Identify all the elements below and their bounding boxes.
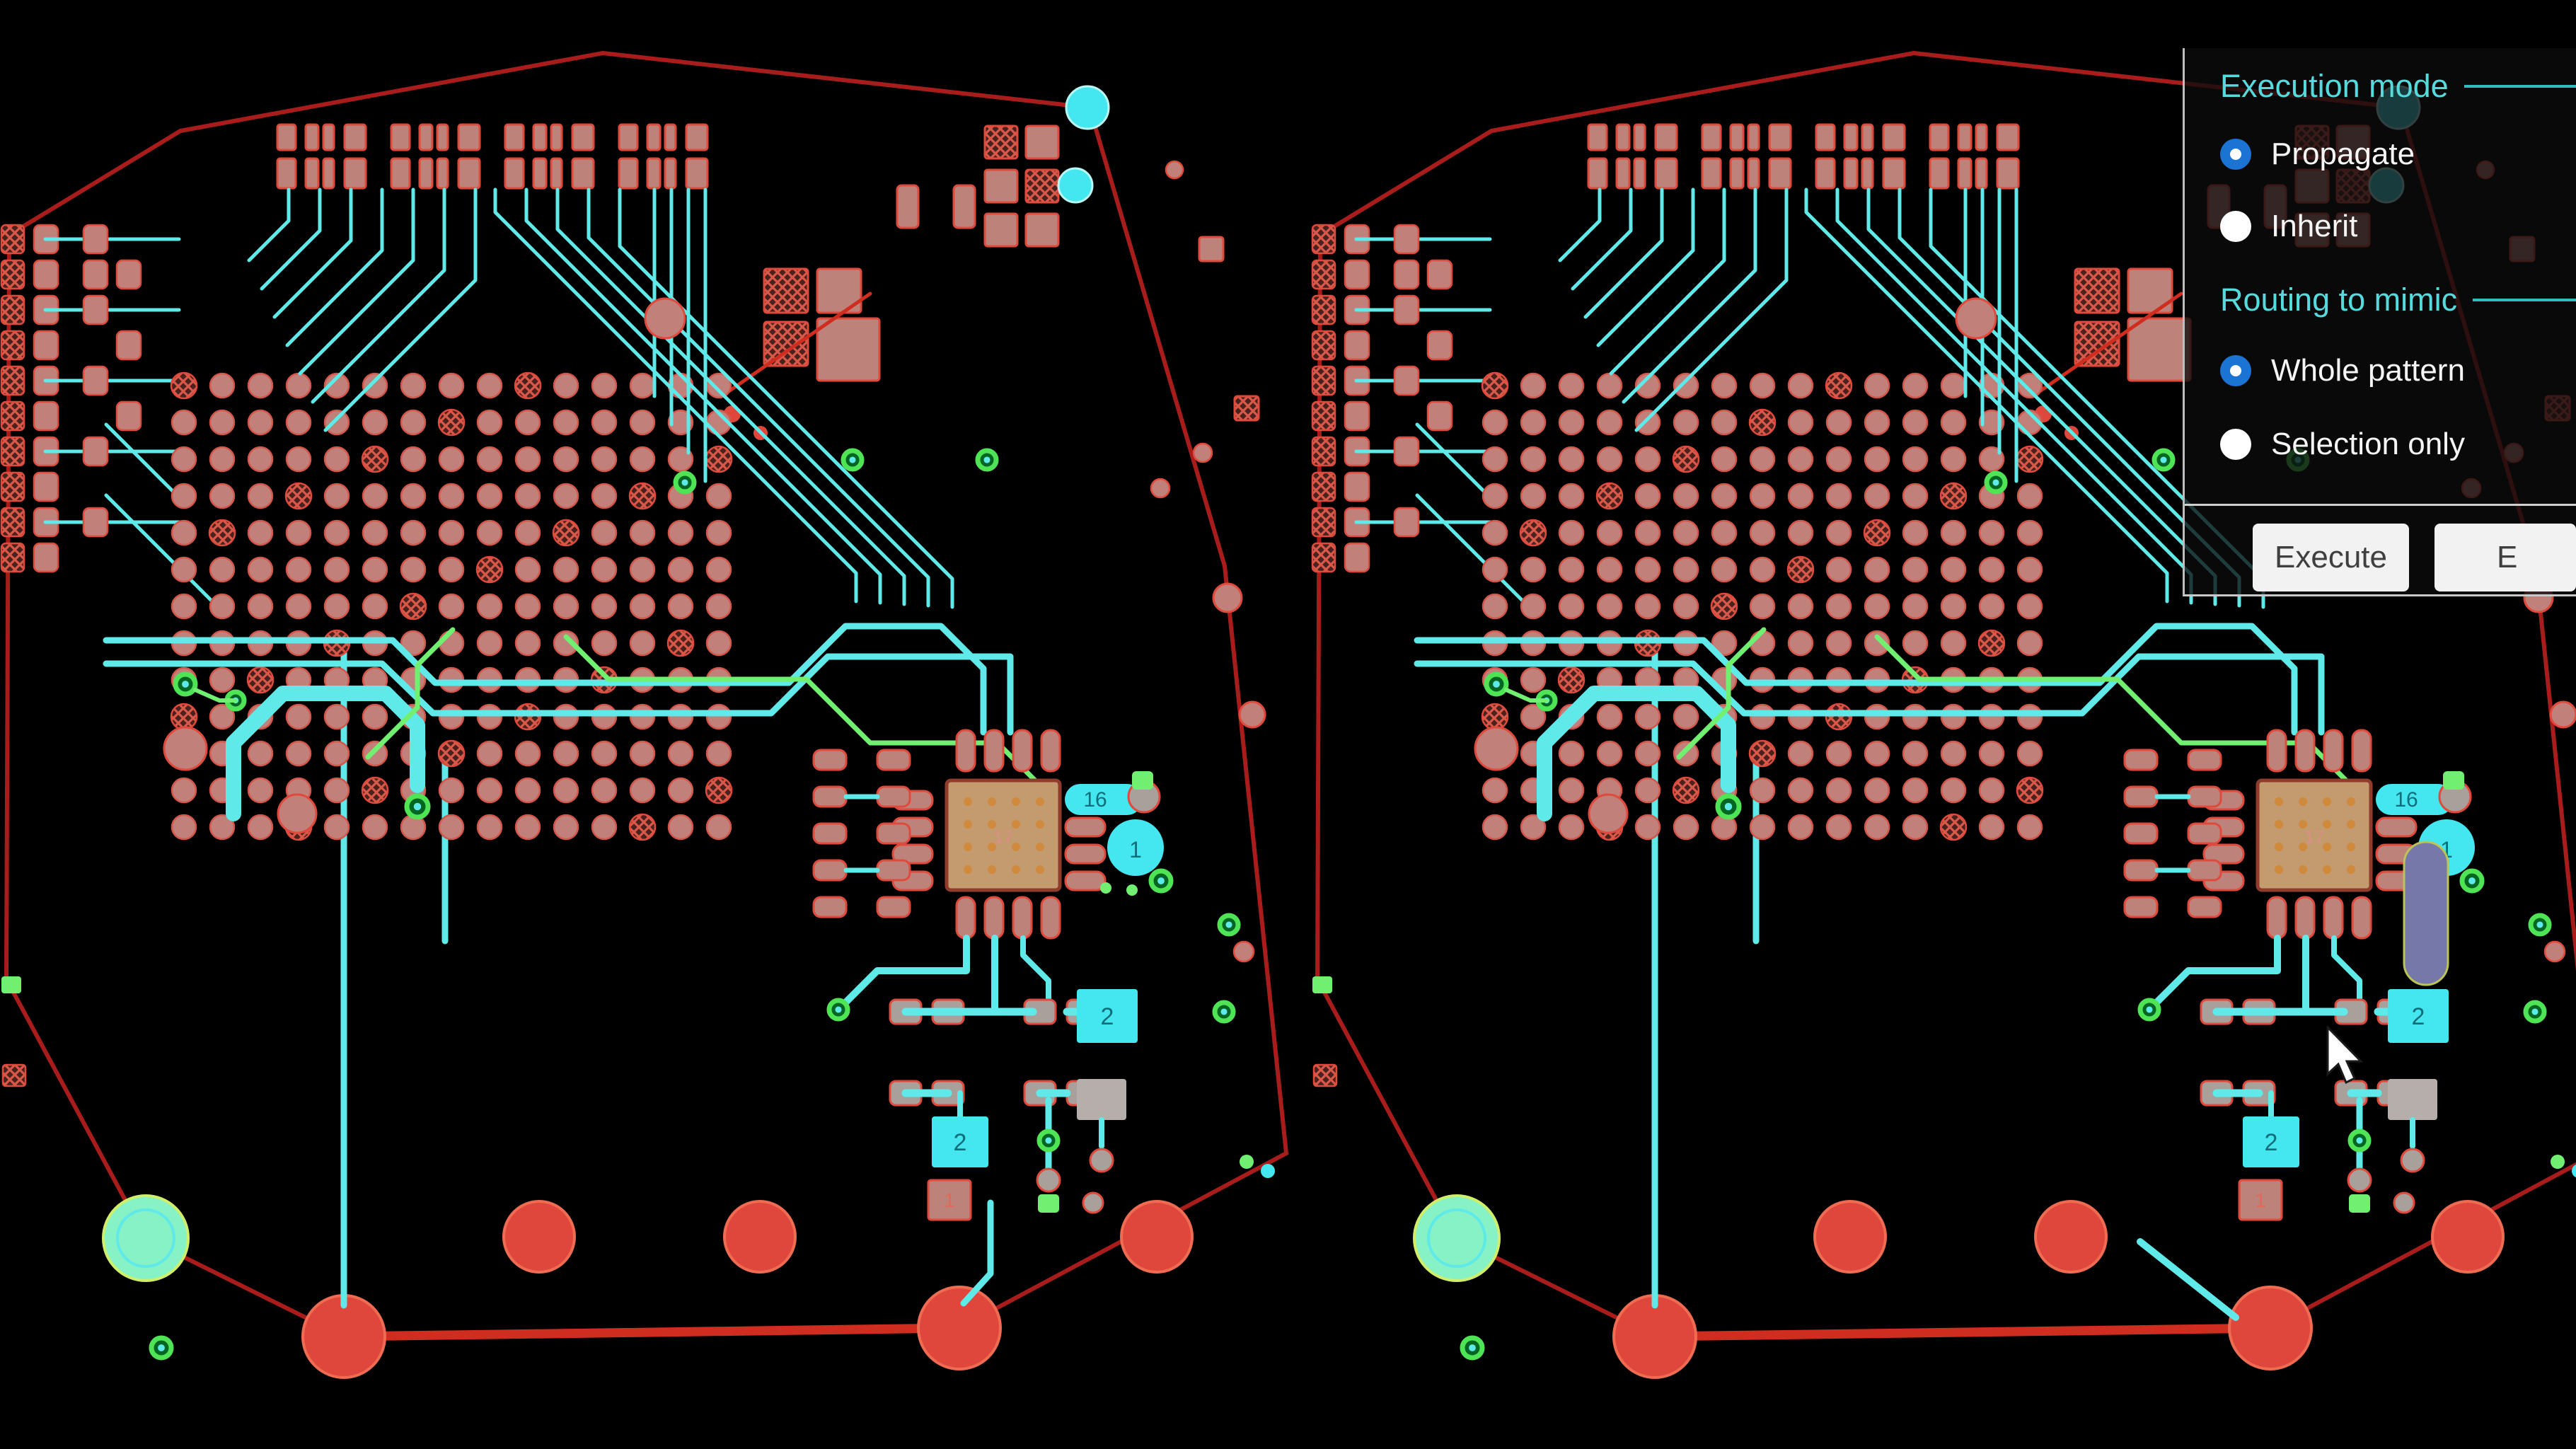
radio-selected-icon[interactable] [2220, 355, 2251, 386]
svg-text:2: 2 [2412, 1003, 2425, 1030]
radio-unselected-icon[interactable] [2220, 429, 2251, 460]
radio-option-whole-pattern[interactable]: Whole pattern [2220, 351, 2576, 391]
radio-option-inherit[interactable]: Inherit [2220, 207, 2576, 246]
bga-grid [1481, 371, 2044, 841]
secondary-button-partial[interactable]: E [2435, 524, 2576, 591]
radio-selected-icon[interactable] [2220, 139, 2251, 170]
passive-cluster: 2 2 1 [2200, 989, 2449, 1221]
radio-label: Selection only [2271, 427, 2465, 461]
header-rule-line [2473, 299, 2576, 301]
dialog-separator [2185, 504, 2576, 506]
svg-text:2: 2 [1101, 1003, 1114, 1030]
radio-label: Inherit [2271, 209, 2358, 243]
svg-text:17: 17 [2304, 826, 2325, 848]
svg-text:16: 16 [2394, 788, 2418, 812]
radio-option-selection-only[interactable]: Selection only [2220, 425, 2576, 464]
section-header-routing-to-mimic: Routing to mimic [2220, 280, 2576, 320]
pcb-board-right[interactable]: 17 16 12 2 1 [1311, 50, 2576, 1379]
mimic-routing-dialog: Execution mode Propagate Inherit Routing… [2183, 48, 2576, 596]
svg-text:17: 17 [993, 826, 1014, 848]
bga-grid [170, 371, 733, 841]
pcb-board-left[interactable]: 17 16 1 2 2 1 [0, 50, 1289, 1379]
radio-unselected-icon[interactable] [2220, 211, 2251, 242]
section-title: Routing to mimic [2220, 282, 2458, 318]
section-header-execution-mode: Execution mode [2220, 67, 2576, 106]
selection-overlay [2403, 841, 2449, 986]
radio-label: Whole pattern [2271, 353, 2465, 388]
radio-option-propagate[interactable]: Propagate [2220, 134, 2576, 174]
header-rule-line [2464, 85, 2576, 88]
svg-text:1: 1 [944, 1189, 955, 1211]
radio-label: Propagate [2271, 137, 2415, 171]
dialog-button-row: Execute E [2185, 524, 2576, 594]
svg-text:1: 1 [2255, 1189, 2266, 1211]
svg-text:1: 1 [1129, 837, 1142, 862]
svg-text:16: 16 [1083, 788, 1107, 812]
svg-text:2: 2 [2265, 1129, 2278, 1156]
passive-cluster: 2 2 1 [889, 989, 1138, 1221]
ic-component: 17 16 1 [891, 729, 1174, 940]
mouse-cursor [2326, 1026, 2364, 1085]
execute-button[interactable]: Execute [2253, 524, 2410, 591]
svg-text:2: 2 [954, 1129, 967, 1156]
section-title: Execution mode [2220, 68, 2449, 104]
